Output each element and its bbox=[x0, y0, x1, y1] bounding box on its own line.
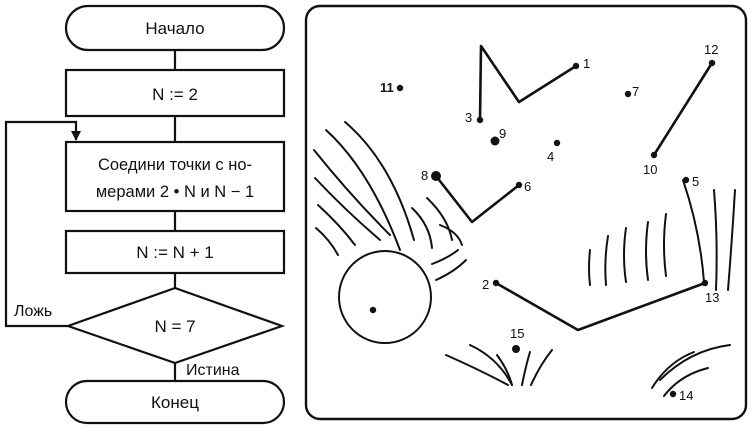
action-label-line1: Соедини точки с но- bbox=[98, 156, 252, 174]
point-7 bbox=[624, 90, 632, 98]
sketch-stroke bbox=[682, 179, 705, 283]
point-unlabeled bbox=[369, 306, 377, 314]
sketch-stroke bbox=[469, 344, 513, 386]
sketch-stroke bbox=[325, 129, 401, 251]
point-1-label: 1 bbox=[583, 56, 590, 71]
flowchart: Начало N := 2 Соедини точки с но- мерами… bbox=[4, 4, 286, 425]
sketch-stroke bbox=[727, 189, 736, 291]
start-terminal bbox=[64, 4, 286, 52]
sketch-stroke bbox=[604, 235, 609, 286]
puzzle-panel: 1 2 3 4 5 6 7 8 9 10 11 12 13 bbox=[304, 4, 748, 421]
sketch-stroke bbox=[663, 367, 709, 397]
increment-label: N := N + 1 bbox=[136, 243, 213, 262]
sketch-stroke bbox=[521, 351, 531, 386]
point-11 bbox=[396, 84, 404, 92]
point-15-label: 15 bbox=[510, 326, 524, 341]
start-label: Начало bbox=[145, 19, 204, 38]
point-4 bbox=[553, 139, 561, 147]
point-9 bbox=[490, 136, 500, 146]
sketch-stroke bbox=[588, 249, 591, 286]
sun-circle bbox=[338, 250, 432, 344]
line-2-to-13 bbox=[494, 281, 707, 332]
sketch-stroke bbox=[645, 221, 649, 281]
point-14 bbox=[669, 390, 677, 398]
sketch-stroke bbox=[659, 344, 731, 381]
sketch-stroke bbox=[431, 249, 459, 265]
point-3-label: 3 bbox=[465, 110, 472, 125]
sketch-stroke bbox=[713, 189, 718, 291]
point-6-label: 6 bbox=[524, 179, 531, 194]
point-3 bbox=[476, 116, 484, 124]
point-9-label: 9 bbox=[499, 126, 506, 141]
point-2-label: 2 bbox=[482, 277, 489, 292]
point-6 bbox=[515, 181, 523, 189]
point-1 bbox=[572, 62, 580, 70]
sketch-stroke bbox=[411, 207, 433, 249]
sketch-stroke bbox=[317, 204, 356, 246]
point-13 bbox=[701, 279, 709, 287]
point-10-label: 10 bbox=[643, 162, 657, 177]
point-4-label: 4 bbox=[547, 149, 554, 164]
point-11-label: 11 bbox=[380, 80, 394, 95]
line-8-to-6 bbox=[434, 174, 521, 224]
point-13-label: 13 bbox=[705, 290, 719, 305]
action-label-line2: мерами 2 • N и N − 1 bbox=[96, 183, 254, 201]
sketch-strokes bbox=[313, 121, 736, 397]
puzzle-points: 1 2 3 4 5 6 7 8 9 10 11 12 13 bbox=[369, 42, 719, 403]
sketch-stroke bbox=[496, 354, 513, 386]
sketch-stroke bbox=[663, 213, 667, 277]
sketch-stroke bbox=[344, 121, 415, 241]
point-14-label: 14 bbox=[679, 388, 693, 403]
action-process bbox=[64, 140, 286, 213]
increment-process bbox=[64, 229, 286, 275]
sketch-stroke bbox=[439, 224, 463, 246]
true-branch-label: Истина bbox=[186, 362, 240, 379]
sketch-stroke bbox=[313, 149, 391, 236]
init-process bbox=[64, 68, 286, 118]
line-12-to-10 bbox=[652, 61, 714, 157]
point-8-label: 8 bbox=[421, 168, 428, 183]
point-5 bbox=[682, 176, 690, 184]
init-label: N := 2 bbox=[152, 85, 198, 104]
sketch-stroke bbox=[314, 177, 381, 241]
point-2 bbox=[492, 279, 500, 287]
point-12 bbox=[708, 59, 716, 67]
point-10 bbox=[650, 151, 658, 159]
end-label: Конец bbox=[151, 393, 199, 412]
point-7-label: 7 bbox=[632, 84, 639, 99]
sketch-stroke bbox=[315, 227, 339, 256]
point-8 bbox=[431, 171, 441, 181]
point-12-label: 12 bbox=[704, 42, 718, 57]
point-5-label: 5 bbox=[692, 174, 699, 189]
point-15 bbox=[512, 345, 520, 353]
sketch-stroke bbox=[623, 227, 627, 283]
false-branch-label: Ложь bbox=[14, 303, 52, 320]
condition-decision bbox=[64, 286, 286, 365]
sketch-stroke bbox=[426, 197, 453, 241]
condition-label: N = 7 bbox=[154, 317, 195, 336]
sketch-stroke bbox=[530, 349, 553, 386]
sketch-stroke bbox=[651, 351, 695, 389]
puzzle-frame bbox=[304, 4, 748, 421]
loop-back-arrow bbox=[4, 120, 81, 328]
connection-lines bbox=[434, 44, 714, 332]
line-3-to-1 bbox=[478, 44, 578, 122]
sketch-stroke bbox=[435, 259, 467, 281]
sketch-stroke bbox=[445, 354, 509, 386]
end-terminal bbox=[64, 379, 286, 425]
